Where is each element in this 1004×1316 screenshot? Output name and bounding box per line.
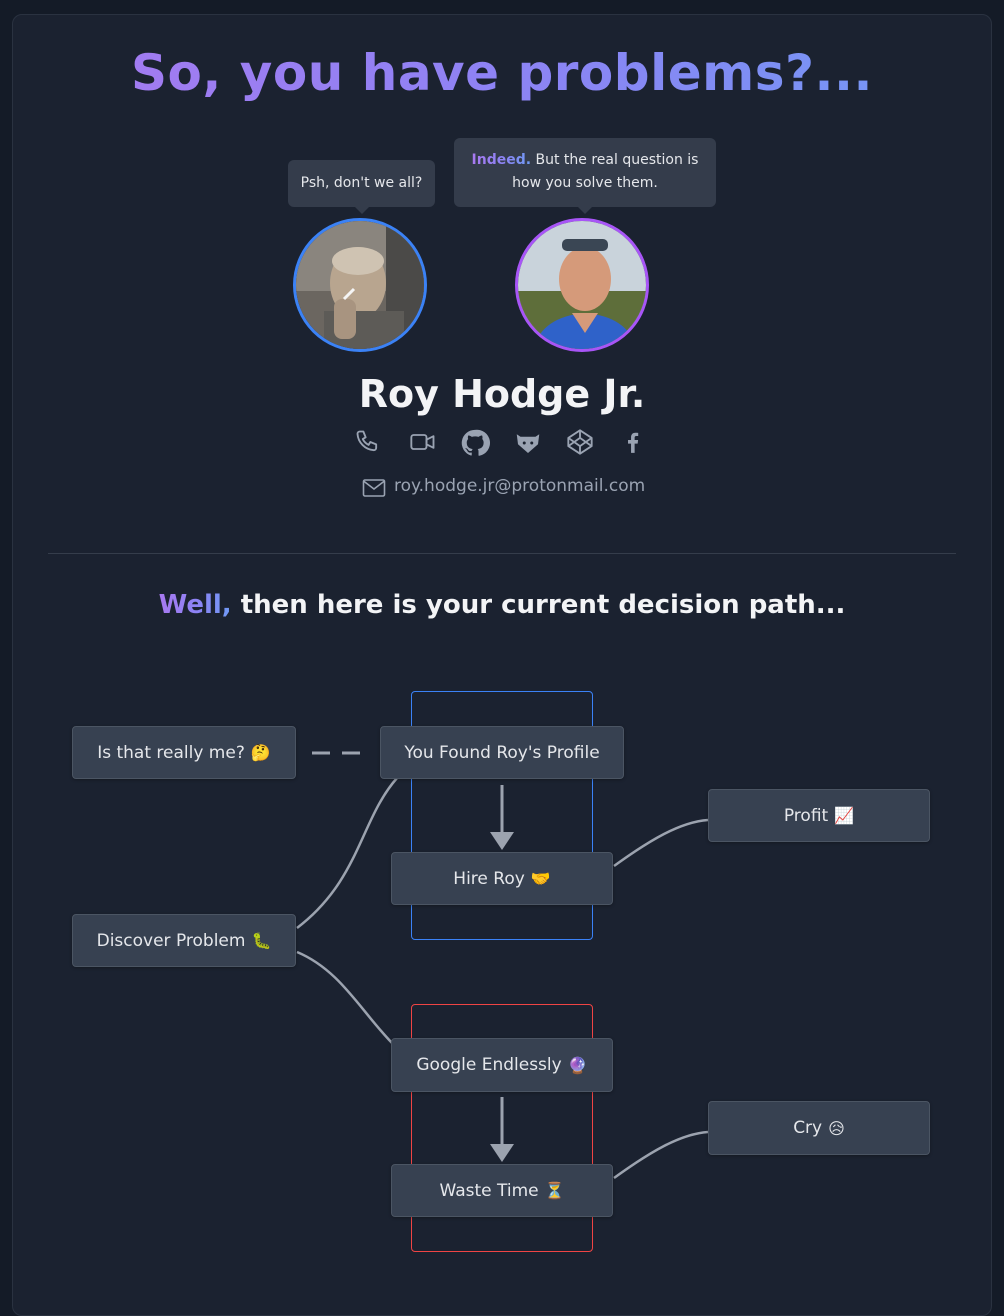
sad-face-icon: 😥 <box>828 1118 845 1138</box>
avatar-older-image <box>296 221 424 349</box>
mail-icon <box>362 478 386 503</box>
codepen-icon[interactable] <box>566 428 596 458</box>
node-profit-label: Profit <box>783 805 829 826</box>
speech-bubble-right: Indeed. But the real question is how you… <box>454 138 716 214</box>
section-divider <box>48 553 956 554</box>
node-is-that-really-me[interactable]: Is that really me? 🤔 <box>72 726 296 779</box>
node-is-that-really-me-label: Is that really me? <box>97 742 245 763</box>
hourglass-icon: ⏳ <box>544 1181 565 1200</box>
node-discover-problem[interactable]: Discover Problem 🐛 <box>72 914 296 967</box>
gitlab-icon[interactable] <box>513 428 543 458</box>
decision-path-heading: Well, then here is your current decision… <box>0 590 1004 620</box>
speech-bubble-highlight: Indeed. <box>471 152 532 168</box>
handshake-icon: 🤝 <box>530 869 551 888</box>
phone-icon[interactable] <box>354 428 384 458</box>
node-waste-time[interactable]: Waste Time ⏳ <box>391 1164 613 1217</box>
node-you-found-roys-profile-label: You Found Roy's Profile <box>404 742 600 763</box>
profile-name: Roy Hodge Jr. <box>358 372 646 416</box>
bug-icon: 🐛 <box>251 931 272 950</box>
node-google-endlessly[interactable]: Google Endlessly🔮 <box>391 1038 613 1092</box>
decision-path-heading-highlight: Well, <box>158 590 232 620</box>
node-cry-label: Cry <box>793 1118 823 1138</box>
crystal-ball-icon: 🔮 <box>567 1055 588 1075</box>
node-hire-roy[interactable]: Hire Roy 🤝 <box>391 852 613 905</box>
facebook-icon[interactable] <box>620 428 650 458</box>
edge-discover-to-google <box>296 950 393 1044</box>
node-google-endlessly-label: Google Endlessly <box>416 1055 562 1075</box>
chart-increasing-icon: 📈 <box>834 806 855 825</box>
node-cry[interactable]: Cry😥 <box>708 1101 930 1155</box>
node-waste-time-label: Waste Time <box>439 1180 539 1201</box>
speech-bubble-right-line2: how you solve them. <box>512 175 658 191</box>
avatar-older-photo <box>293 218 427 352</box>
thinking-face-icon: 🤔 <box>250 743 271 762</box>
speech-bubble-right-line1: But the real question is <box>535 152 699 168</box>
social-links <box>352 428 652 458</box>
node-profit[interactable]: Profit 📈 <box>708 789 930 842</box>
speech-bubble-left-text: Psh, don't we all? <box>300 175 423 191</box>
speech-bubble-left: Psh, don't we all? <box>288 160 435 214</box>
arrowhead-found-to-hire <box>490 832 514 850</box>
arrowhead-google-to-waste <box>490 1144 514 1162</box>
github-icon[interactable] <box>460 428 490 458</box>
node-hire-roy-label: Hire Roy <box>453 868 525 889</box>
page-title: So, you have problems?... <box>0 44 1004 102</box>
node-you-found-roys-profile[interactable]: You Found Roy's Profile <box>380 726 624 779</box>
edge-waste-to-cry <box>613 1130 709 1180</box>
edge-hire-to-profit <box>613 818 709 868</box>
video-icon[interactable] <box>409 428 439 458</box>
edge-discover-to-found <box>296 777 398 929</box>
decision-path-heading-text: then here is your current decision path.… <box>231 590 846 620</box>
node-discover-problem-label: Discover Problem <box>96 930 246 951</box>
bad-path-group <box>411 1004 593 1252</box>
email-address: roy.hodge.jr@protonmail.com <box>394 476 646 496</box>
good-path-group <box>411 691 593 940</box>
